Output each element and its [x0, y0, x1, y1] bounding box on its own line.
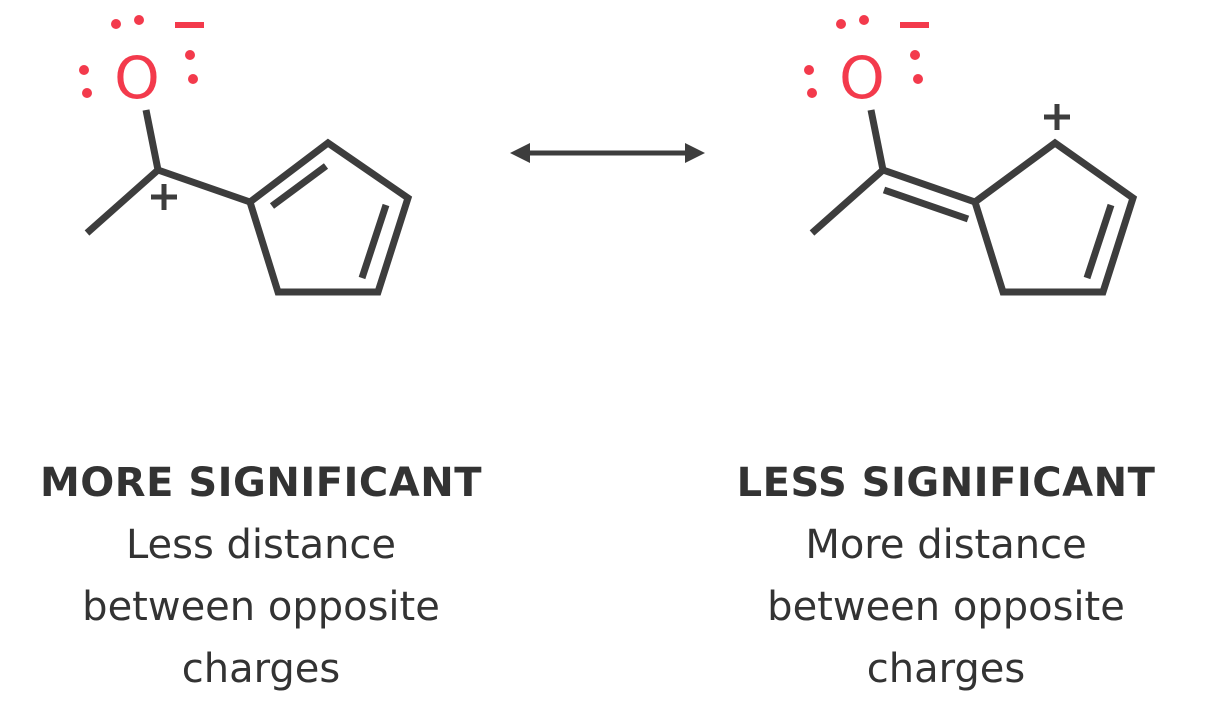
left-lone-pairs	[79, 15, 198, 98]
right-description-line: More distance	[805, 522, 1087, 568]
right-oxygen-label: O	[839, 44, 885, 112]
right-bonds	[809, 109, 887, 236]
right-structure: O	[804, 15, 1138, 296]
right-negative-charge	[900, 22, 929, 28]
right-description-line: between opposite	[767, 584, 1125, 630]
left-structure: O	[79, 15, 413, 296]
left-description-line: between opposite	[82, 584, 440, 630]
left-ring	[245, 138, 413, 296]
right-lone-pairs	[804, 15, 923, 98]
left-positive-charge	[151, 184, 177, 210]
right-description-line: charges	[866, 646, 1026, 692]
resonance-arrow	[510, 143, 705, 163]
right-positive-charge	[1044, 104, 1070, 130]
left-caption: MORE SIGNIFICANT Less distance between o…	[1, 452, 521, 700]
left-heading: MORE SIGNIFICANT	[39, 460, 483, 506]
left-description-line: charges	[181, 646, 341, 692]
left-bonds	[84, 109, 162, 236]
left-negative-charge	[175, 22, 204, 28]
left-oxygen-label: O	[114, 44, 160, 112]
right-ring	[970, 138, 1138, 296]
right-caption: LESS SIGNIFICANT More distance between o…	[686, 452, 1206, 700]
left-description-line: Less distance	[125, 522, 397, 568]
right-heading: LESS SIGNIFICANT	[736, 460, 1156, 506]
